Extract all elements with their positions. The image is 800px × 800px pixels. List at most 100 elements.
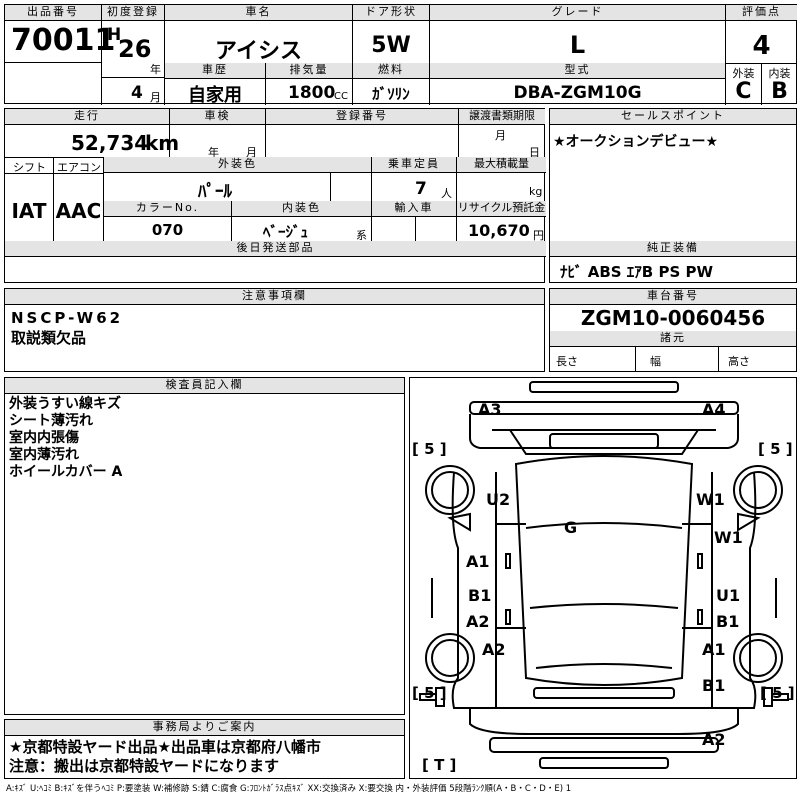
history-label: 車歴 — [165, 63, 265, 79]
office-line-1: ★京都特設ヤード出品★出品車は京都府八幡市 — [9, 738, 321, 756]
seats-unit: 人 — [441, 187, 452, 200]
equipment: ﾅﾋﾞ ABS ｴｱB PS PW — [560, 263, 714, 281]
caution-line-2: 取説類欠品 — [11, 329, 87, 347]
model-label: 車名 — [165, 5, 352, 21]
selling-point: ★オークションデビュー★ — [553, 134, 719, 150]
inspector-label: 検査員記入欄 — [5, 378, 404, 394]
mileage-unit: km — [145, 131, 180, 155]
mark-w1-top: W1 — [696, 490, 725, 509]
model-type: DBA-ZGM10G — [513, 83, 642, 103]
caution-line-1: NSCP-W62 — [11, 309, 124, 327]
maxload-label: 最大積載量 — [457, 157, 546, 173]
grade-label: グレード — [430, 5, 725, 21]
equip-label: 純正装備 — [550, 241, 796, 257]
mark-g: G — [564, 518, 578, 537]
mileage-label: 走行 — [5, 109, 169, 125]
disp-unit: CC — [334, 91, 348, 102]
mark-a4: A4 — [702, 400, 726, 419]
width-label: 幅 — [650, 355, 661, 368]
shift-label: シフト — [13, 161, 46, 174]
maxload-unit: kg — [529, 185, 543, 198]
length-label: 長さ — [556, 355, 578, 368]
spare-tire: [ T ] — [422, 756, 457, 774]
inspect-label: 車検 — [170, 109, 265, 125]
office-block: 事務局よりご案内 ★京都特設ヤード出品★出品車は京都府八幡市 注意：搬出は京都特… — [4, 719, 405, 779]
height-label: 高さ — [728, 355, 750, 368]
inspector-line-2: シート薄汚れ — [9, 413, 93, 429]
mark-a1-left: A1 — [466, 552, 490, 571]
fuel: ｶﾞｿﾘﾝ — [372, 85, 410, 103]
chassis-label: 車台番号 — [550, 289, 796, 305]
ext-label: 外装 — [732, 67, 755, 80]
inspect-year-unit: 年 — [208, 146, 219, 159]
caution-label: 注意事項欄 — [5, 289, 544, 305]
inspector-block: 検査員記入欄 外装うすい線キズ シート薄汚れ 室内内張傷 室内薄汚れ ホイールカ… — [4, 377, 405, 715]
selling-points-block: セールスポイント ★オークションデビュー★ 純正装備 ﾅﾋﾞ ABS ｴｱB P… — [549, 108, 797, 283]
ac: AAC — [55, 199, 102, 223]
recycle-label: リサイクル預託金 — [457, 201, 546, 217]
mark-b1-rear-right: B1 — [702, 676, 726, 695]
ac-label: エアコン — [57, 161, 101, 174]
car-outline — [419, 381, 789, 769]
tire-rear-left: [ 5 ] — [412, 684, 447, 702]
tire-rear-right: [ 5 ] — [760, 684, 795, 702]
color-label: 外装色 — [104, 157, 371, 173]
fuel-label: 燃料 — [353, 63, 429, 79]
displacement: 1800 — [288, 83, 336, 103]
type-label: 型式 — [430, 63, 725, 79]
year-unit: 年 — [150, 63, 161, 76]
int-grade: B — [771, 79, 788, 104]
inspector-line-4: 室内薄汚れ — [9, 447, 79, 463]
int-label: 内装 — [768, 67, 791, 80]
lot-no: 70011 — [11, 23, 116, 58]
ext-color: ﾊﾟｰﾙ — [198, 182, 232, 202]
era: H — [107, 25, 122, 45]
reg-year: 26 — [118, 35, 152, 63]
chassis-block: 車台番号 ZGM10-0060456 諸元 長さ 幅 高さ — [549, 288, 797, 372]
reg-no-label: 登録番号 — [266, 109, 458, 125]
office-line-2: 注意：搬出は京都特設ヤードになります — [9, 757, 280, 775]
reg-month: 4 — [131, 83, 143, 103]
mark-a1-rear-right: A1 — [702, 640, 726, 659]
tire-front-right: [ 5 ] — [758, 440, 793, 458]
mark-a2-left: A2 — [466, 612, 490, 631]
selling-label: セールスポイント — [550, 109, 796, 125]
mark-u2: U2 — [486, 490, 511, 509]
inspector-line-3: 室内内張傷 — [9, 430, 79, 446]
int-color-label: 内装色 — [232, 201, 371, 217]
mileage: 52,734 — [71, 131, 149, 155]
transfer-label: 譲渡書類期限 — [459, 109, 545, 125]
int-color: ﾍﾞｰｼﾞｭ — [263, 223, 309, 241]
model-name: アイシス — [215, 39, 302, 64]
vehicle-detail-block: 走行 車検 登録番号 譲渡書類期限 52,734 km 年 月 月 日 シフト … — [4, 108, 546, 283]
recycle-unit: 円 — [533, 229, 544, 242]
damage-diagram: A3 A4 U2 W1 G W1 A1 B1 U1 A2 B1 A2 A1 B1… — [409, 377, 797, 779]
seats-label: 乗車定員 — [372, 157, 456, 173]
score-label: 評価点 — [726, 5, 797, 21]
tire-front-left: [ 5 ] — [412, 440, 447, 458]
grade: L — [569, 31, 586, 59]
color-no-label: カラーNo. — [104, 201, 231, 217]
int-color-unit: 系 — [356, 229, 367, 242]
first-reg-label: 初度登録 — [102, 5, 164, 21]
mark-a3: A3 — [478, 400, 502, 419]
door-label: ドア形状 — [353, 5, 429, 21]
header-block: 出品番号 70011 初度登録 H 26 年 4 月 車名 アイシス ドア形状 … — [4, 4, 797, 106]
mark-u1: U1 — [716, 586, 741, 605]
mark-b1-left: B1 — [468, 586, 492, 605]
legend: A:ｷｽﾞ U:ﾍｺﾐ B:ｷｽﾞを伴うﾍｺﾐ P:要塗装 W:補修跡 S:錆 … — [6, 784, 572, 794]
door-type: 5W — [371, 33, 411, 58]
mark-b1-right: B1 — [716, 612, 740, 631]
recycle: 10,670 — [468, 221, 530, 240]
lot-no-label: 出品番号 — [5, 5, 101, 21]
mark-w1-side: W1 — [714, 528, 743, 547]
score: 4 — [752, 31, 771, 61]
import-label: 輸入車 — [372, 201, 456, 217]
history: 自家用 — [188, 85, 242, 106]
inspector-line-1: 外装うすい線キズ — [9, 396, 121, 412]
mark-a2-bottom: A2 — [702, 730, 726, 749]
disp-label: 排気量 — [266, 63, 352, 79]
shift: IAT — [11, 199, 47, 223]
month-unit: 月 — [150, 91, 161, 104]
dims-label: 諸元 — [550, 331, 796, 347]
